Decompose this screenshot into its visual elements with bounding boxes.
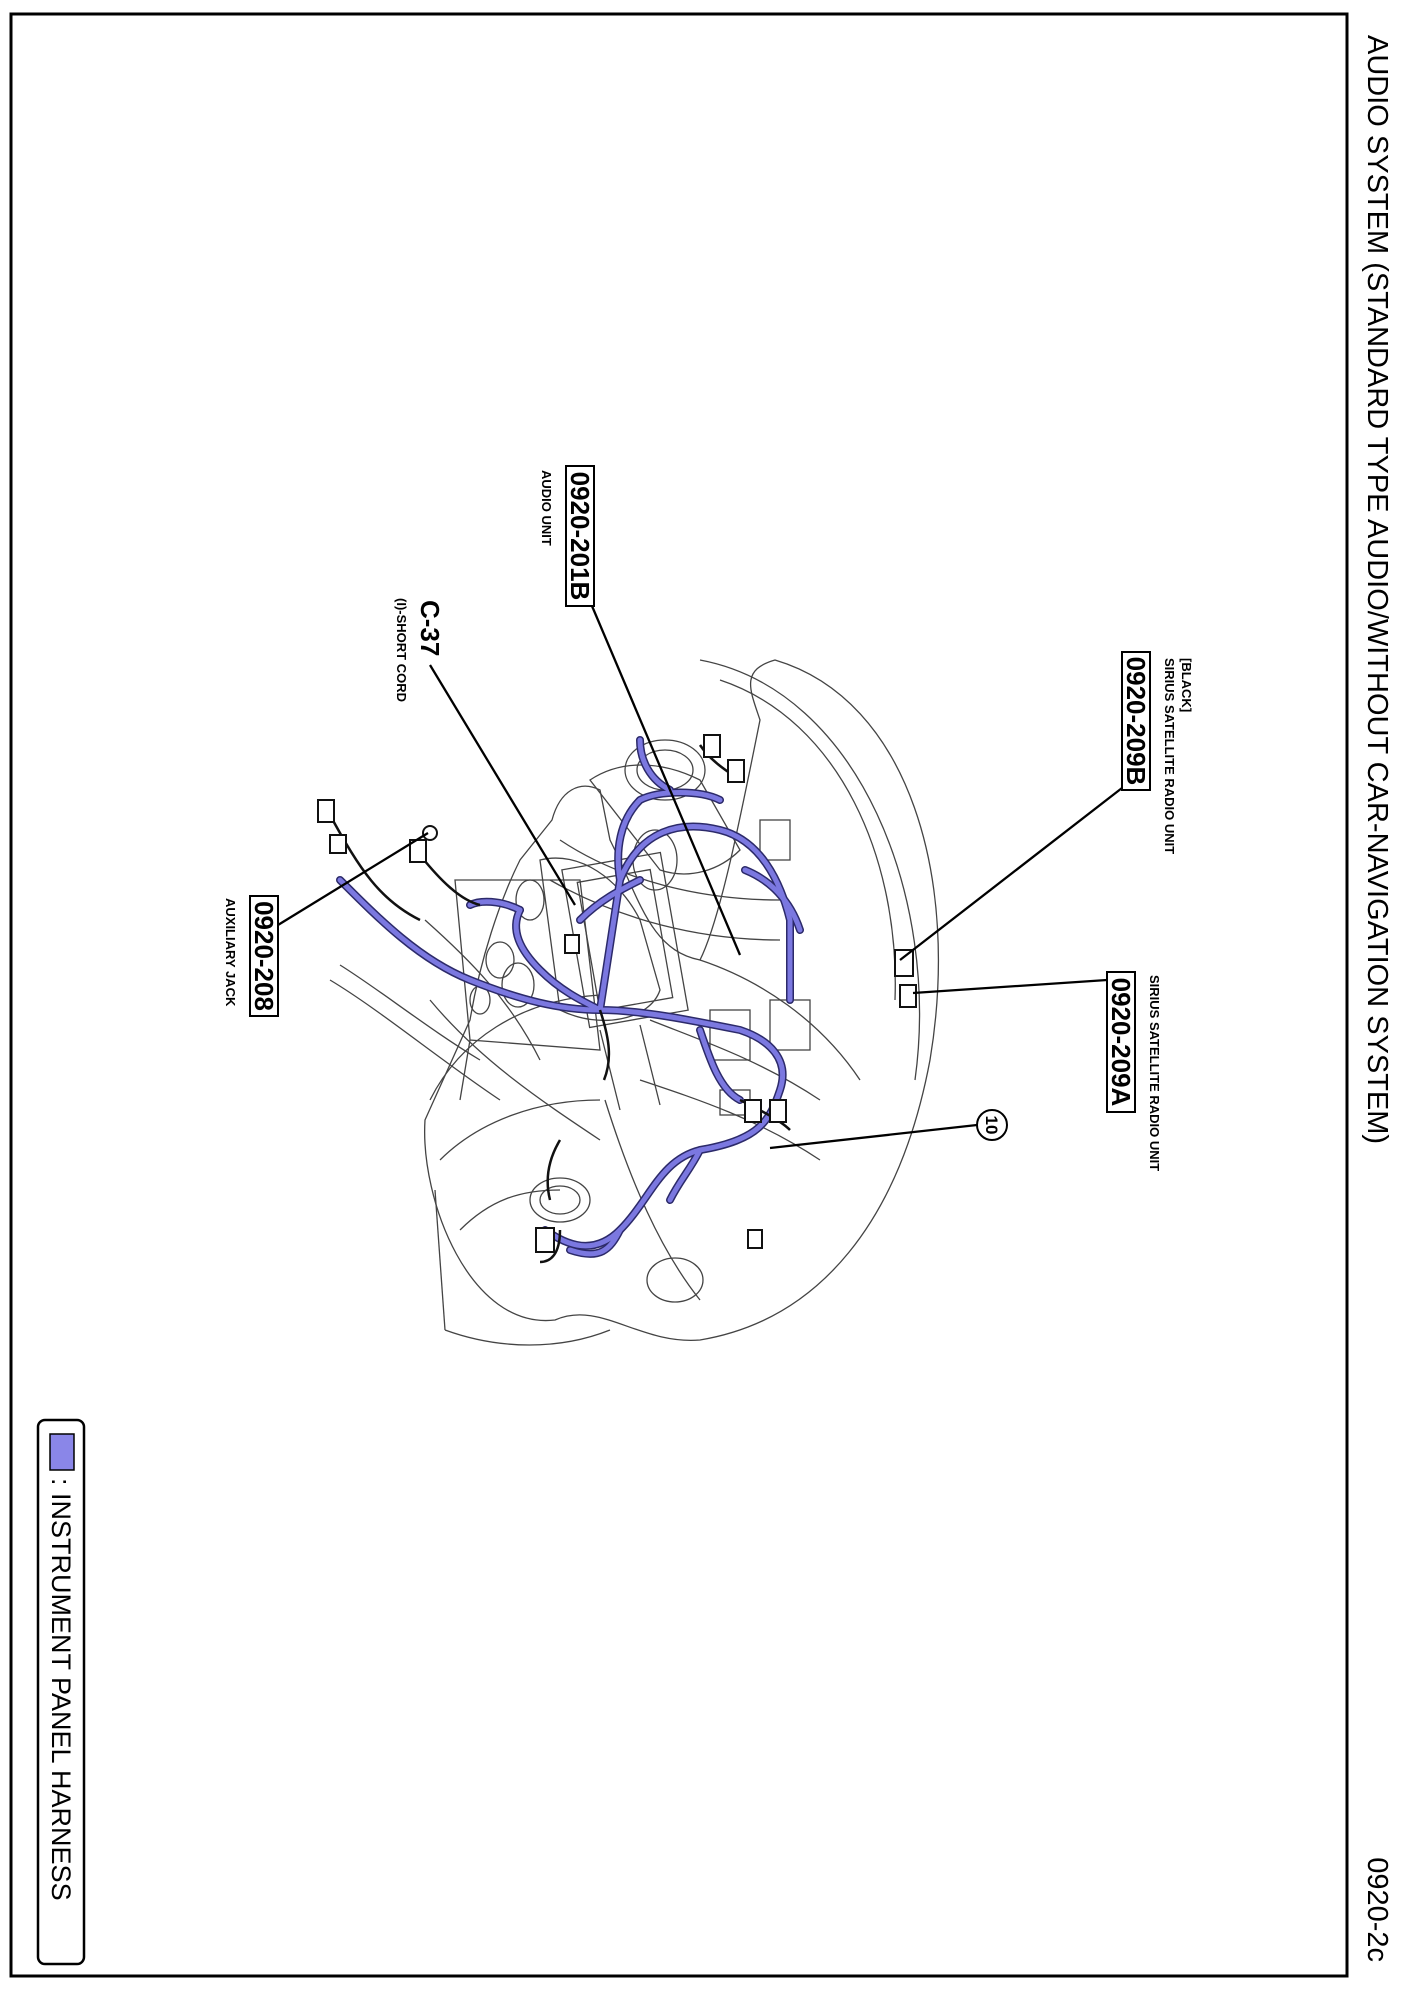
connector-code-box: [1106, 971, 1136, 1113]
connector-0920-208: 0920-208 AUXILIARY JACK: [223, 895, 279, 1017]
connector-bodies: [317, 734, 917, 1253]
connector-code: 0920-201B: [565, 472, 595, 601]
connector-description: (I)-SHORT CORD: [394, 598, 409, 702]
connector-0920-201b: 0920-201B AUDIO UNIT: [539, 465, 595, 607]
connector-code-box: [249, 895, 279, 1017]
connector-0920-209b: [BLACK] SIRIUS SATELLITE RADIO UNIT 0920…: [1121, 651, 1194, 854]
ground-point-label: 10: [982, 1116, 1001, 1135]
connector-code: 0920-209A: [1106, 978, 1136, 1107]
page-number: 0920-2c: [1361, 1857, 1393, 1962]
connector-code: C-37: [415, 600, 445, 656]
ground-point-circle: [976, 1109, 1008, 1141]
connector-description: AUXILIARY JACK: [223, 898, 238, 1007]
legend-swatch: [49, 1433, 75, 1471]
connector-code-box: [565, 465, 595, 607]
diagram-frame: [9, 12, 1349, 1978]
connector-code-box: [1121, 651, 1151, 791]
harness-fill: [337, 737, 803, 1257]
connector-note: [BLACK]: [1179, 658, 1194, 712]
connector-description: SIRIUS SATELLITE RADIO UNIT: [1147, 975, 1162, 1171]
jack-connector: [422, 825, 438, 841]
connector-code: 0920-208: [249, 901, 279, 1011]
leader-lines: [277, 605, 1123, 1150]
connector-code: 0920-209B: [1121, 657, 1151, 786]
legend: : INSTRUMENT PANEL HARNESS: [36, 1418, 86, 1966]
connector-description: AUDIO UNIT: [539, 470, 554, 546]
connector-description: SIRIUS SATELLITE RADIO UNIT: [1162, 658, 1177, 854]
diagram-title: AUDIO SYSTEM (STANDARD TYPE AUDIO/WITHOU…: [1361, 35, 1393, 1144]
legend-box: [36, 1418, 86, 1966]
instrument-panel-drawing: [329, 659, 940, 1346]
connector-c-37: C-37 (I)-SHORT CORD: [394, 598, 445, 702]
ground-point-10: 10: [976, 1109, 1008, 1141]
legend-label: : INSTRUMENT PANEL HARNESS: [46, 1478, 76, 1901]
instrument-panel-harness: [336, 736, 804, 1258]
connector-0920-209a: SIRIUS SATELLITE RADIO UNIT 0920-209A: [1106, 971, 1162, 1171]
